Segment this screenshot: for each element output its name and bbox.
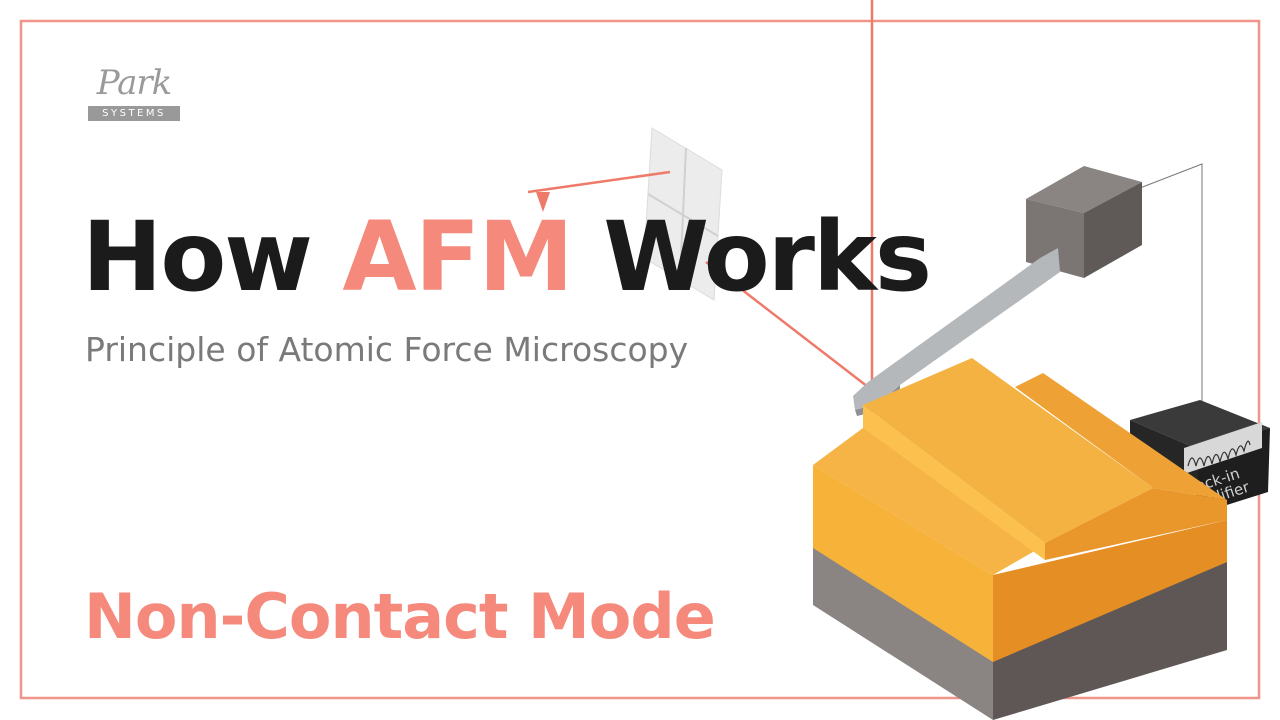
title-part2: Works	[571, 201, 932, 313]
signal-wire	[1139, 163, 1203, 410]
title-accent: AFM	[342, 201, 573, 313]
page-title: How AFM Works	[82, 201, 932, 313]
subtitle: Principle of Atomic Force Microscopy	[85, 330, 689, 369]
park-systems-logo: Park SYSTEMS	[88, 66, 180, 121]
sample-block	[813, 358, 1227, 720]
title-part1: How	[82, 201, 343, 313]
logo-bar: SYSTEMS	[88, 106, 180, 121]
lock-in-amplifier: Lock-in Amplifier	[1130, 400, 1270, 516]
slide-frame	[19, 19, 1261, 700]
laser-beam	[527, 0, 874, 391]
mode-label: Non-Contact Mode	[84, 580, 716, 653]
logo-script: Park	[96, 63, 172, 103]
